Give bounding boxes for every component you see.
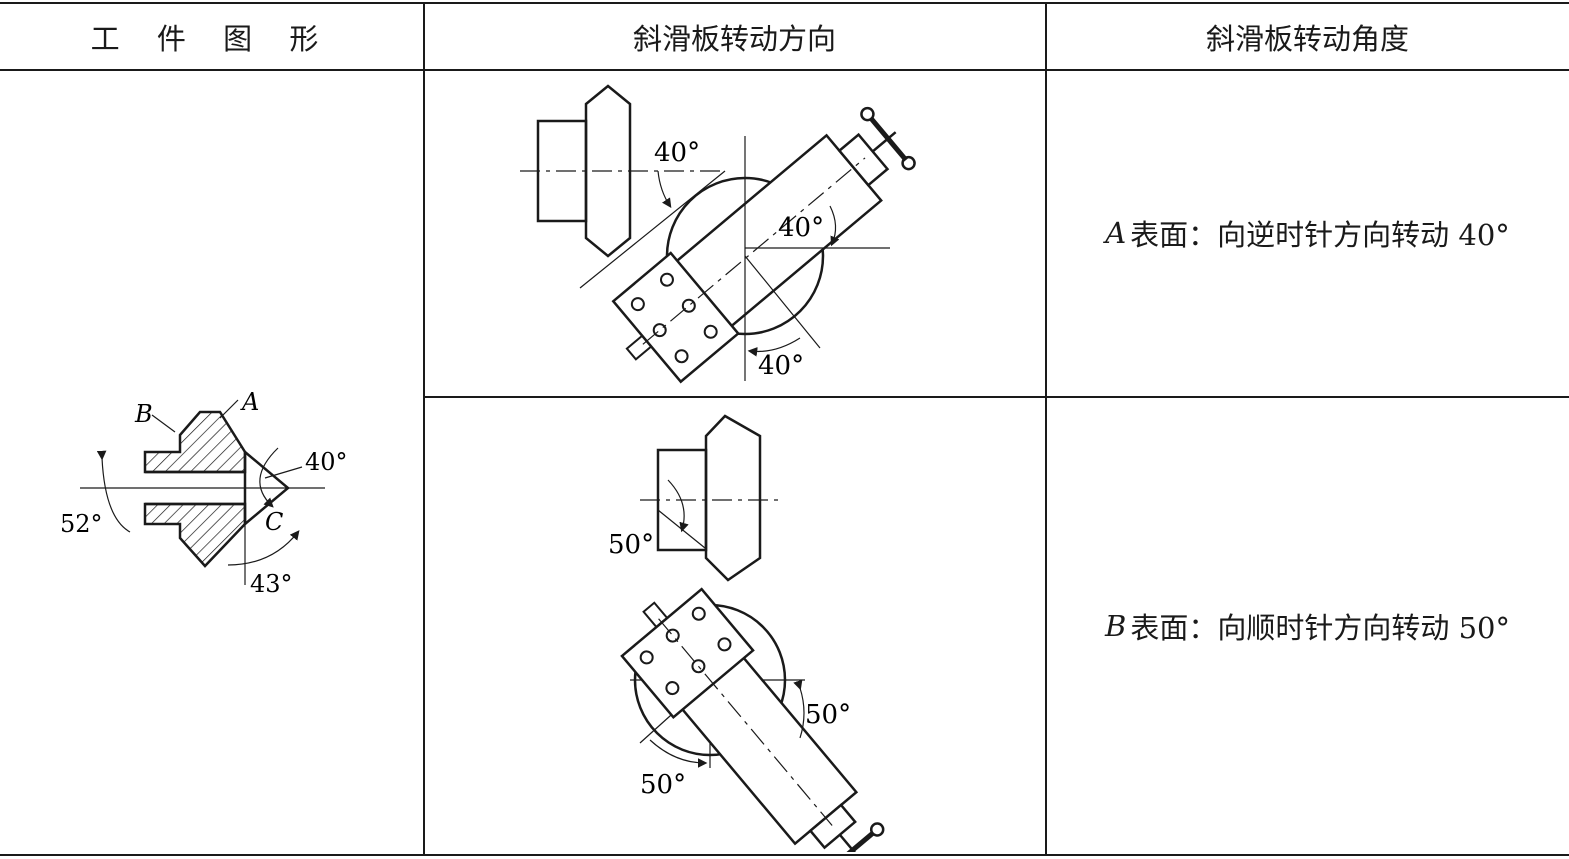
row-b-right-angle: 50° xyxy=(805,700,851,730)
workpiece-angle-40: 40° xyxy=(305,448,348,476)
header-slide-rotation-direction: 斜滑板转动方向 xyxy=(632,21,836,56)
workpiece-angle-43: 43° xyxy=(250,570,293,598)
row-a-mid-angle: 40° xyxy=(778,213,824,243)
table-bottom-border xyxy=(0,854,1569,856)
surface-letter-b: B xyxy=(1105,609,1127,643)
column-divider-2 xyxy=(1045,3,1047,855)
surface-letter-a: A xyxy=(1105,216,1127,250)
workpiece-label-a: A xyxy=(240,388,259,416)
row-a-angle-description: A 表面：向逆时针方向转动 40° xyxy=(1046,70,1569,396)
column-divider-1 xyxy=(423,3,425,855)
workpiece-label-b: B xyxy=(134,400,153,428)
workpiece-angle-52: 52° xyxy=(60,510,103,538)
header-workpiece-figure: 工 件 图 形 xyxy=(90,21,333,56)
row-b-top-angle: 50° xyxy=(608,530,654,560)
row-b-bottom-angle: 50° xyxy=(640,770,686,800)
header-bottom-border xyxy=(0,69,1569,71)
workpiece-label-c: C xyxy=(265,508,283,536)
slide-rotation-drawing-a: 40° 40° 40° xyxy=(520,84,916,384)
row-a-bottom-angle: 40° xyxy=(758,351,804,381)
header-slide-rotation-angle: 斜滑板转动角度 xyxy=(1205,21,1409,56)
workpiece-drawing: B A C 40° 52° 43° xyxy=(60,388,348,598)
row-divider xyxy=(424,396,1569,398)
row-b-text: 表面：向顺时针方向转动 50° xyxy=(1130,611,1510,645)
row-a-top-angle: 40° xyxy=(654,138,700,168)
table-top-border xyxy=(0,2,1569,4)
row-b-angle-description: B 表面：向顺时针方向转动 50° xyxy=(1046,398,1569,854)
row-a-text: 表面：向逆时针方向转动 40° xyxy=(1130,218,1510,252)
slide-rotation-drawing-b: 50° 50° 50° xyxy=(608,414,885,852)
